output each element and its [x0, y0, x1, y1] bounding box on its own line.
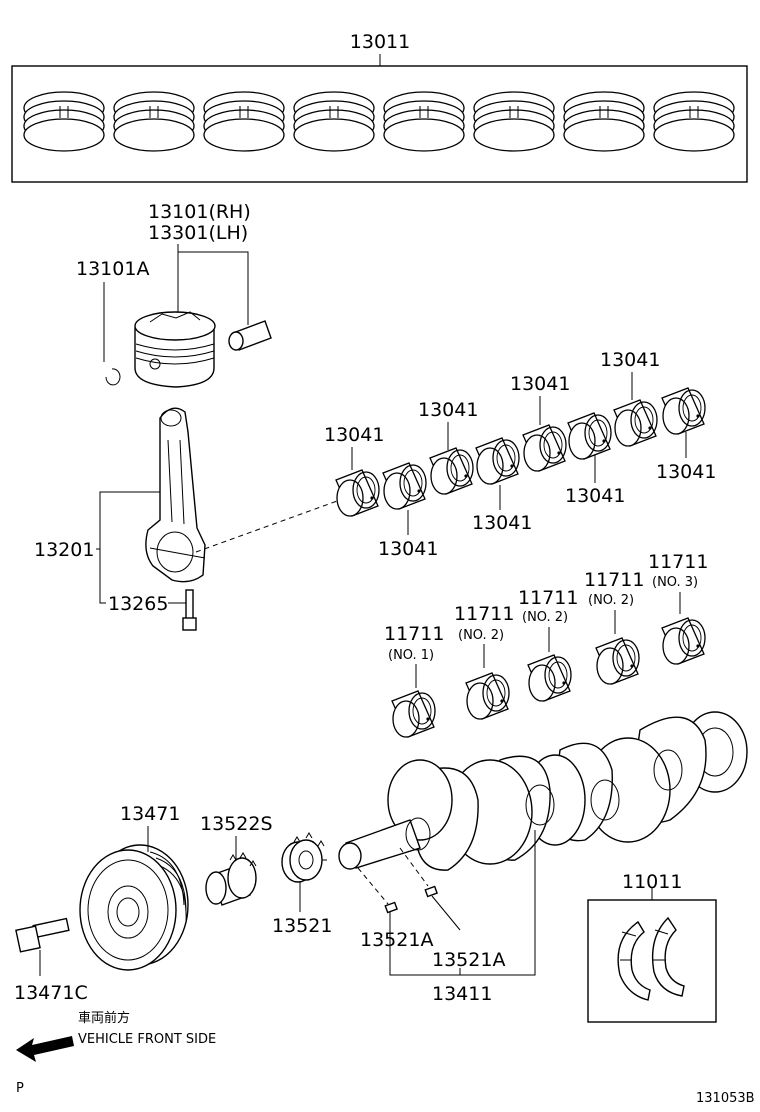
- connecting-rod-bearings: [335, 387, 706, 517]
- connecting-rod-label: 13201: [34, 539, 94, 561]
- thrust-washer-set: 11011: [587, 871, 717, 1023]
- conrod-bearing-shell-8: [661, 387, 706, 435]
- front-arrow-icon: [16, 1036, 74, 1062]
- timing-sprocket: 13521: [272, 832, 332, 937]
- main-bearing-no1: (NO. 1): [388, 648, 434, 663]
- crankshaft: [338, 711, 748, 914]
- conrod-bearing-shell-3: [429, 447, 474, 495]
- pulley-bolt: 13471C: [14, 917, 88, 1004]
- main-bearing-shell-2: [465, 672, 510, 720]
- conrod-bearing-label-5: 13041: [510, 373, 570, 395]
- crank-angle-gear: 13522S: [200, 813, 273, 906]
- piston-lh-label: 13301(LH): [148, 222, 248, 244]
- main-bearing-shell-5: [661, 617, 706, 665]
- piston-ring-5: [383, 91, 465, 152]
- piston-ring-set-label: 13011: [350, 31, 410, 53]
- conrod-bearing-label-6: 13041: [565, 485, 625, 507]
- piston-ring-7: [563, 91, 645, 152]
- piston-ring-8: [653, 91, 735, 152]
- conrod-bearing-shell-4: [475, 437, 520, 485]
- piston-ring-4: [293, 91, 375, 152]
- figure-id: 131053B: [696, 1091, 755, 1106]
- key-label-1: 13521A: [360, 929, 433, 951]
- conrod-bearing-label-2: 13041: [378, 538, 438, 560]
- timing-sprocket-label: 13521: [272, 915, 332, 937]
- conrod-bearing-shell-6: [567, 412, 612, 460]
- piston-ring-3: [203, 91, 285, 152]
- main-bearing-label-1: 11711: [384, 623, 444, 645]
- piston-group: 13101(RH) 13301(LH) 13101A: [76, 201, 272, 388]
- snap-ring: [105, 368, 121, 386]
- direction-english: VEHICLE FRONT SIDE: [78, 1032, 216, 1047]
- main-bearing-no2-c: (NO. 2): [588, 593, 634, 608]
- crankshaft-label: 13411: [432, 983, 492, 1005]
- pulley-label: 13471: [120, 803, 180, 825]
- conrod-bearing-label-8: 13041: [656, 461, 716, 483]
- direction-japanese: 車両前方: [78, 1010, 130, 1026]
- crankshaft-leaders: 13521A 13521A 13411: [360, 830, 536, 1005]
- main-bearing-label-5: 11711: [648, 551, 708, 573]
- connecting-rod-bolt-label: 13265: [108, 593, 168, 615]
- main-bearing-labels: 11711 (NO. 1) 11711 (NO. 2) 11711 (NO. 2…: [384, 551, 708, 688]
- thrust-washer-label: 11011: [622, 871, 682, 893]
- piston-ring-set-frame: [11, 65, 748, 183]
- piston-rh-label: 13101(RH): [148, 201, 251, 223]
- conrod-bearing-label-1: 13041: [324, 424, 384, 446]
- conrod-bearing-label-3: 13041: [418, 399, 478, 421]
- piston-ring-6: [473, 91, 555, 152]
- snap-ring-label: 13101A: [76, 258, 149, 280]
- pulley-bolt-label: 13471C: [14, 982, 88, 1004]
- main-bearing-no3: (NO. 3): [652, 575, 698, 590]
- main-bearing-label-2: 11711: [454, 603, 514, 625]
- conrod-bearing-shell-1: [335, 469, 380, 517]
- main-bearing-shell-4: [595, 637, 640, 685]
- main-bearing-no2-a: (NO. 2): [458, 628, 504, 643]
- main-bearing-shell-3: [527, 654, 572, 702]
- main-bearings: [391, 617, 706, 738]
- connecting-rod-bearing-labels: 13041 13041 13041 13041 13041 13041 1304…: [324, 349, 716, 560]
- thrust-washer-frame: [587, 899, 717, 1023]
- piston-ring-set-group: 13011: [11, 31, 748, 183]
- key-label-2: 13521A: [432, 949, 505, 971]
- conrod-bearing-label-4: 13041: [472, 512, 532, 534]
- corner-letter: P: [16, 1081, 24, 1096]
- vehicle-front-indicator: 車両前方 VEHICLE FRONT SIDE: [16, 1010, 216, 1062]
- piston-ring-2: [113, 91, 195, 152]
- conrod-bearing-shell-7: [613, 399, 658, 447]
- main-bearing-shell-1: [391, 690, 436, 738]
- piston: [134, 311, 216, 388]
- conrod-bearing-label-7: 13041: [600, 349, 660, 371]
- conrod-bearing-shell-2: [382, 462, 427, 510]
- conrod-bearing-shell-5: [522, 424, 567, 472]
- main-bearing-label-4: 11711: [584, 569, 644, 591]
- piston-pin: [228, 320, 272, 351]
- crankshaft-pulley: 13471: [79, 803, 189, 971]
- main-bearing-label-3: 11711: [518, 587, 578, 609]
- piston-ring-1: [23, 91, 105, 152]
- connecting-rod: [145, 407, 206, 583]
- main-bearing-no2-b: (NO. 2): [522, 610, 568, 625]
- connecting-rod-bolt: [182, 589, 197, 631]
- connecting-rod-group: 13201 13265: [34, 407, 341, 631]
- crank-angle-gear-label: 13522S: [200, 813, 273, 835]
